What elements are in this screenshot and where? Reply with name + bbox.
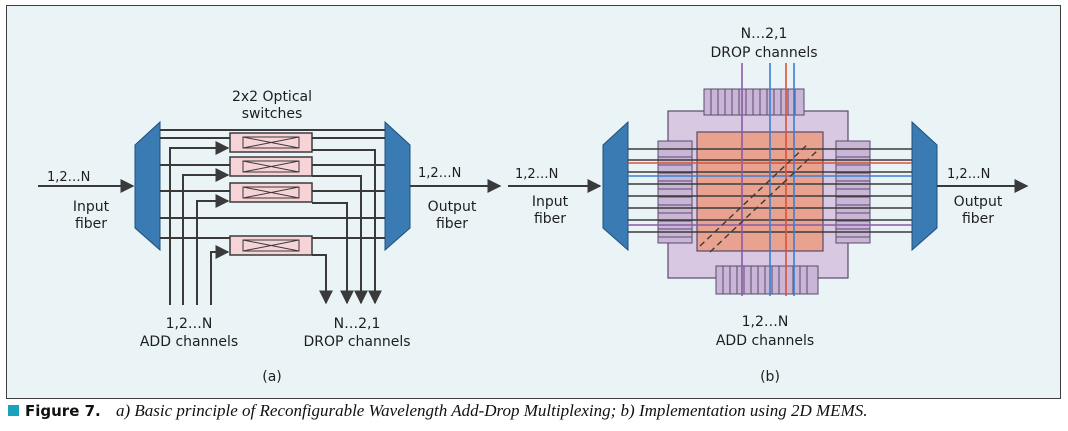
- demux-b: [602, 120, 629, 252]
- mems-channel-traces: [628, 63, 912, 296]
- drop-label-b-1: N…2,1: [741, 26, 788, 42]
- left-collimator-bank: [657, 140, 693, 244]
- mems-mirror-array: [696, 131, 824, 252]
- output-label-b-1: Output: [954, 194, 1003, 210]
- drop-label-a-2: DROP channels: [303, 334, 410, 350]
- switch-3: [229, 182, 313, 203]
- drop-lines-a: [312, 149, 382, 305]
- switch-2: [229, 156, 313, 177]
- output-label-a-1: Output: [428, 199, 477, 215]
- panel-b: N…2,1 DROP channels 1,2…N Input fiber 1,…: [508, 26, 1029, 385]
- wavelength-add-drop-diagram: 2x2 Optical switches 1,2…N Input fiber 1…: [38, 26, 1029, 385]
- right-collimator-bank: [835, 140, 871, 244]
- switch-1: [229, 132, 313, 153]
- input-label-a-2: fiber: [75, 216, 107, 232]
- sublabel-a: (a): [262, 369, 282, 385]
- switches-label-a-2: switches: [242, 106, 303, 122]
- input-label-b-1: Input: [532, 194, 569, 210]
- demux-a: [134, 120, 161, 252]
- output-channels-b: 1,2…N: [947, 167, 990, 182]
- mux-b: [911, 120, 938, 252]
- add-label-b-2: ADD channels: [716, 333, 814, 349]
- input-label-a-1: Input: [73, 199, 110, 215]
- figure-caption: Figure 7. a) Basic principle of Reconfig…: [8, 401, 1063, 426]
- caption-figure-number: Figure 7.: [25, 402, 101, 420]
- caption-square-icon: [8, 405, 19, 416]
- sublabel-b: (b): [760, 369, 780, 385]
- drop-label-a-1: N…2,1: [334, 316, 381, 332]
- output-channels-a: 1,2…N: [418, 166, 461, 181]
- caption-text: a) Basic principle of Reconfigurable Wav…: [116, 401, 868, 420]
- input-label-b-2: fiber: [534, 211, 566, 227]
- panel-a: 2x2 Optical switches 1,2…N Input fiber 1…: [38, 89, 502, 385]
- switches-label-a-1: 2x2 Optical: [232, 89, 312, 105]
- drop-label-b-2: DROP channels: [710, 45, 817, 61]
- add-label-a-2: ADD channels: [140, 334, 238, 350]
- output-label-b-2: fiber: [962, 211, 994, 227]
- optical-switches-a: [229, 132, 313, 256]
- add-lines-a: [169, 141, 230, 305]
- mux-a: [384, 120, 411, 252]
- diagonal-mirror: [699, 143, 819, 253]
- figure-panel: [6, 5, 1061, 399]
- output-label-a-2: fiber: [436, 216, 468, 232]
- top-collimator-bank: [703, 88, 805, 116]
- bottom-collimator-bank: [715, 265, 819, 295]
- add-label-b-1: 1,2…N: [742, 314, 789, 330]
- input-channels-a: 1,2…N: [47, 170, 90, 185]
- switch-4: [229, 235, 313, 256]
- add-label-a-1: 1,2…N: [166, 316, 213, 332]
- input-channels-b: 1,2…N: [515, 167, 558, 182]
